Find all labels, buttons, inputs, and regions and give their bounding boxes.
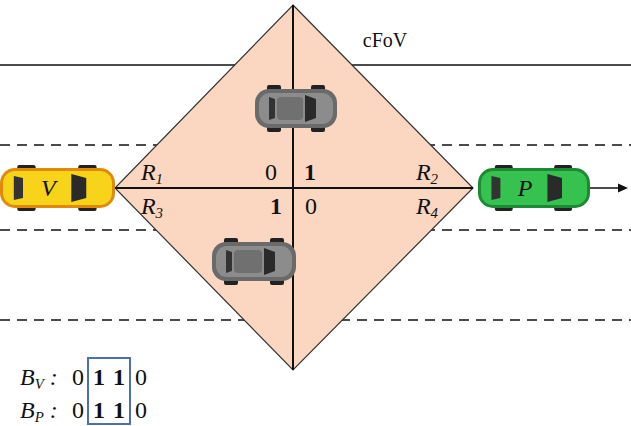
car-node: V — [0, 165, 115, 211]
diagram-label: R3 — [141, 194, 163, 218]
quadrant-axis — [115, 187, 473, 189]
diagram-label: BP : — [20, 398, 58, 422]
direction-arrow — [590, 187, 620, 189]
arrow-head — [618, 184, 628, 193]
diagram-label: BV : — [20, 365, 58, 389]
car-node: P — [478, 165, 590, 211]
diagram-label: 1 — [93, 365, 105, 389]
highlight-box — [88, 358, 130, 424]
diagram-label: 0 — [265, 160, 277, 184]
diagram-label: 0 — [135, 365, 147, 389]
diagram-label: 0 — [72, 365, 84, 389]
diagram-label: 1 — [93, 398, 105, 422]
gray-car — [212, 238, 296, 285]
diagram-label: 0 — [135, 398, 147, 422]
diagram-label: 1 — [304, 160, 316, 184]
fov-diamond — [115, 5, 473, 370]
diagram-label: 1 — [113, 365, 125, 389]
car-label: V — [41, 176, 56, 200]
region-label: cFoV — [363, 30, 407, 50]
diagram-label: 1 — [270, 194, 282, 218]
diagram-label: 1 — [113, 398, 125, 422]
diagram-label: R2 — [416, 160, 438, 184]
gray-car — [255, 85, 337, 132]
car-shape — [0, 165, 115, 211]
car-label: P — [518, 176, 533, 200]
diagram-label: R1 — [141, 160, 163, 184]
car-shape — [478, 165, 590, 211]
diagram-label: 0 — [305, 194, 317, 218]
diagram-label: R4 — [416, 194, 438, 218]
diagram-label: 0 — [72, 398, 84, 422]
